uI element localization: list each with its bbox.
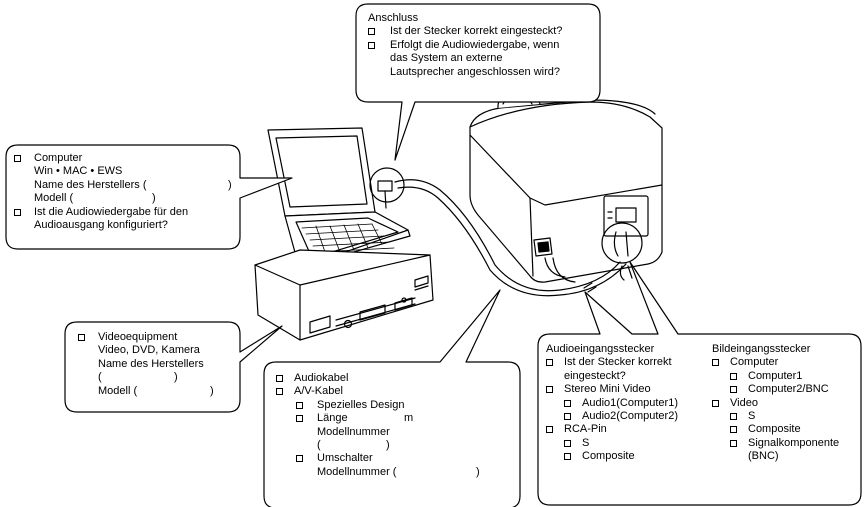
bild-computer1: Computer1 [748,369,803,382]
video-equipment-label: Videoequipment [98,331,178,343]
bild-video: Video [730,396,758,409]
anschluss-item-audio: Erfolgt die Audiowiedergabe, wenn [390,38,560,51]
checkbox-icon [276,388,283,396]
bild-s: S [748,409,756,422]
checkbox-icon [546,359,553,367]
anschluss-item-audio-3: Lautsprecher angeschlossen wird? [390,65,560,78]
kabel-modellnummer: Modellnummer [317,425,390,438]
kabel-umschalter-close: ) [476,465,480,478]
checkbox-icon [368,28,375,36]
audio-input-title: Audioeingangsstecker [546,343,655,355]
bild-signalkomponente: Signalkomponente [748,436,840,449]
checkbox-icon [296,415,303,423]
kabel-spezielles-design: Spezielles Design [317,398,405,411]
audio-stecker-check: Ist der Stecker korrekt [564,356,672,369]
computer-model-close: ) [152,192,156,205]
kabel-umschalter: Umschalter [317,452,373,465]
kabel-modellnummer-close: ) [386,438,390,451]
checkbox-icon [546,386,553,394]
checkbox-icon [14,155,21,162]
video-input-title: Bildeingangsstecker [712,343,811,355]
video-manufacturer-open: ( [98,371,102,384]
checkbox-icon [730,386,737,394]
video-model: Modell ( [98,384,138,397]
kabel-laenge: Länge [317,412,348,425]
checkbox-icon [564,439,571,447]
anschluss-title: Anschluss [368,12,419,24]
checkbox-icon [78,334,85,341]
checkbox-icon [730,412,737,420]
checkbox-icon [564,399,571,407]
cables [394,179,633,297]
audio-stecker-check-2: eingesteckt? [564,369,626,382]
video-manufacturer: Name des Herstellers [98,357,204,370]
audio-composite: Composite [582,450,635,463]
bild-composite: Composite [748,423,801,436]
kabel-umschalter-modell: Modellnummer ( [317,465,397,478]
checkbox-icon [730,439,737,447]
audio-stereo-mini: Stereo Mini Video [564,383,651,396]
computer-label: Computer [34,152,83,164]
checkbox-icon [368,41,375,49]
video-model-close: ) [210,384,214,397]
kabel-audiokabel: Audiokabel [294,372,349,384]
computer-os: Win • MAC • EWS [34,165,123,178]
kabel-modellnummer-open: ( [317,438,321,451]
kabel-av-kabel: A/V-Kabel [294,385,343,398]
checkbox-icon [296,401,303,409]
bild-bnc: (BNC) [748,450,779,463]
video-types: Video, DVD, Kamera [98,344,200,357]
checkbox-icon [712,399,719,407]
checkbox-icon [14,208,21,216]
callout-eingang-box [537,261,862,506]
bild-computer: Computer [730,356,779,369]
callout-computer-box [5,144,293,250]
checkbox-icon [712,359,719,367]
computer-manufacturer: Name des Herstellers ( [34,178,147,191]
checkbox-icon [296,455,303,463]
checkbox-icon [276,375,283,382]
checkbox-icon [564,412,571,420]
callout-kabel-box [263,289,521,507]
video-manufacturer-close: ) [174,371,178,384]
anschluss-item-stecker: Ist der Stecker korrekt eingesteckt? [390,25,563,38]
laptop-illustration [267,127,411,266]
audio-s: S [582,436,590,449]
projector-illustration [469,90,663,283]
checkbox-icon [730,426,737,434]
computer-manufacturer-close: ) [228,178,232,191]
audio-audio1: Audio1(Computer1) [582,396,678,409]
callout-anschluss-box [355,3,601,161]
computer-model: Modell ( [34,192,74,205]
video-player-illustration [254,249,434,341]
audio-audio2: Audio2(Computer2) [582,409,678,422]
checkbox-icon [564,453,571,461]
computer-audio-config: Ist die Audiowiedergabe für den [34,205,189,218]
bild-computer2-bnc: Computer2/BNC [748,383,829,396]
checkbox-icon [546,426,553,434]
callout-video-box [64,321,283,413]
checkbox-icon [730,372,737,380]
anschluss-item-audio-2: das System an externe [390,52,503,65]
audio-rca-pin: RCA-Pin [564,423,607,436]
kabel-laenge-unit: m [404,412,414,425]
computer-audio-config-2: Audioausgang konfiguriert? [34,218,168,231]
